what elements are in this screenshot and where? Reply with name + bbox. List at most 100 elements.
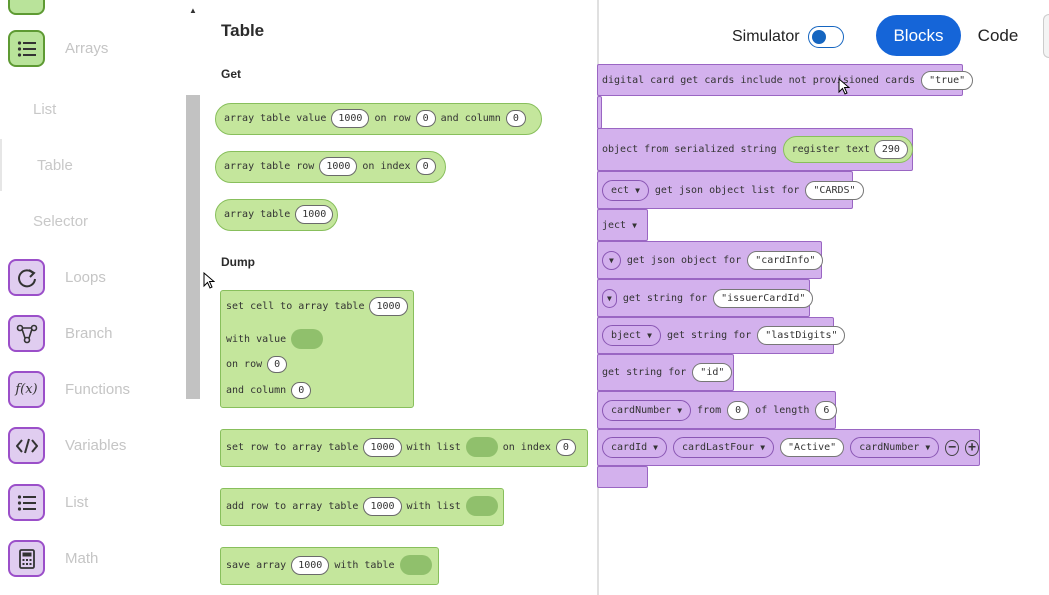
chevron-down-icon: ▼ <box>607 293 612 303</box>
subcategory-table[interactable]: Table <box>37 157 73 174</box>
list-slot[interactable] <box>465 437 498 457</box>
variable-dropdown[interactable]: cardNumber▼ <box>850 437 940 458</box>
block-set-cell[interactable]: set cell to array table 1000 with value … <box>220 290 414 408</box>
block-add-row[interactable]: add row to array table 1000 with list <box>220 488 504 526</box>
block-save-array[interactable]: save array 1000 with table <box>220 547 439 585</box>
plus-icon[interactable]: + <box>965 439 979 456</box>
workspace-block-issuer-card-id[interactable]: ▼ get string for "issuerCardId" <box>597 279 814 317</box>
list-slot[interactable] <box>465 496 498 516</box>
block-text: register text <box>791 144 870 155</box>
block-set-row[interactable]: set row to array table 1000 with list on… <box>220 429 588 467</box>
blocks-button[interactable]: Blocks <box>876 15 961 56</box>
index-input[interactable]: 0 <box>415 158 436 175</box>
row-input[interactable]: 0 <box>415 110 436 127</box>
string-input[interactable]: "id" <box>692 363 733 382</box>
block-text: of length <box>755 404 810 416</box>
category-functions[interactable]: f(x) Functions <box>0 365 186 421</box>
minus-icon[interactable]: − <box>945 439 960 456</box>
workspace-block-object[interactable]: ject▼ <box>597 209 648 241</box>
chevron-down-icon: ▼ <box>677 405 683 415</box>
category-label: Variables <box>65 437 127 454</box>
workspace-block-create-list[interactable]: cardId▼ cardLastFour▼ "Active" cardNumbe… <box>597 429 980 466</box>
section-dump: Dump <box>221 255 255 269</box>
table-slot[interactable] <box>399 555 432 575</box>
row-input[interactable]: 0 <box>267 356 288 373</box>
chevron-down-icon: ▼ <box>653 443 658 452</box>
scroll-up-arrow-icon[interactable]: ▲ <box>189 6 197 15</box>
function-icon: f(x) <box>8 371 45 408</box>
block-text: from <box>697 404 722 416</box>
variable-dropdown[interactable]: ▼ <box>602 250 621 270</box>
variable-dropdown[interactable]: ect▼ <box>602 179 649 201</box>
subcategory-selector[interactable]: Selector <box>33 213 89 230</box>
category-math[interactable]: Math <box>0 534 186 590</box>
chevron-down-icon: ▼ <box>632 220 637 230</box>
value-slot[interactable] <box>291 329 324 349</box>
value-input[interactable]: 1000 <box>295 205 334 224</box>
value-input[interactable]: 1000 <box>319 157 358 176</box>
index-input[interactable]: 0 <box>555 438 576 456</box>
variable-dropdown[interactable]: ▼ <box>602 288 617 308</box>
variable-dropdown[interactable]: cardLastFour▼ <box>672 437 775 458</box>
string-input[interactable]: "issuerCardId" <box>713 288 814 308</box>
number-input[interactable]: 6 <box>815 400 838 420</box>
string-input[interactable]: "cardInfo" <box>747 250 824 270</box>
workspace-block-get-cards[interactable]: digital card get cards include not provi… <box>597 64 974 96</box>
value-input[interactable]: 1000 <box>291 555 330 575</box>
value-input[interactable]: 1000 <box>369 297 408 316</box>
value-input[interactable]: 1000 <box>331 109 370 128</box>
variable-dropdown[interactable]: bject▼ <box>602 325 661 346</box>
block-text: set cell to array table <box>226 301 365 312</box>
workspace-block-substring[interactable]: cardNumber▼ from 0 of length 6 <box>597 391 838 429</box>
selected-indicator <box>0 139 2 191</box>
block-text: and column <box>440 113 501 124</box>
block-text: array table <box>224 209 291 220</box>
value-input[interactable]: 1000 <box>363 437 402 457</box>
category-branch[interactable]: Branch <box>0 309 186 365</box>
block-text: digital card get cards include not provi… <box>602 74 916 86</box>
workspace-block-get-id[interactable]: get string for "id" <box>597 354 734 391</box>
list-icon <box>8 484 45 521</box>
mouse-cursor-icon <box>203 272 215 289</box>
panel-edge[interactable] <box>1043 14 1049 58</box>
code-button[interactable]: Code <box>977 25 1019 45</box>
string-input[interactable]: "lastDigits" <box>757 326 846 345</box>
block-text: with list <box>406 500 461 512</box>
category-list[interactable]: List <box>0 478 186 534</box>
block-text: on index <box>502 441 551 453</box>
number-input[interactable]: 290 <box>873 140 908 159</box>
subcategory-list[interactable]: List <box>33 101 57 118</box>
category-icon-partial[interactable] <box>8 0 45 15</box>
value-input[interactable]: 1000 <box>363 496 402 516</box>
category-arrays[interactable]: Arrays <box>0 24 186 80</box>
string-input[interactable]: "Active" <box>780 438 845 457</box>
workspace-block-object-from-string[interactable]: object from serialized string register t… <box>597 128 913 171</box>
block-text: get json object list for <box>654 184 800 196</box>
column-input[interactable]: 0 <box>291 382 312 399</box>
flyout-scrollbar[interactable] <box>186 95 200 399</box>
block-array-table-value[interactable]: array table value 1000 on row 0 and colu… <box>215 103 542 135</box>
mouse-cursor-icon <box>838 78 850 95</box>
register-text-block[interactable]: register text 290 <box>782 136 913 163</box>
string-input[interactable]: "CARDS" <box>805 180 864 200</box>
code-icon <box>8 427 45 464</box>
variable-dropdown[interactable]: cardNumber▼ <box>602 399 692 421</box>
block-array-table[interactable]: array table 1000 <box>215 199 338 231</box>
workspace-block-last-digits[interactable]: bject▼ get string for "lastDigits" <box>597 317 846 354</box>
workspace-block-json-object[interactable]: ▼ get json object for "cardInfo" <box>597 241 824 279</box>
string-input[interactable]: "true" <box>921 70 974 90</box>
variable-dropdown[interactable]: cardId▼ <box>602 437 667 458</box>
flyout-title: Table <box>221 21 265 40</box>
simulator-toggle[interactable] <box>808 26 844 48</box>
category-loops[interactable]: Loops <box>0 253 186 309</box>
variable-dropdown[interactable]: ject▼ <box>602 219 637 231</box>
workspace-block-json-list[interactable]: ect▼ get json object list for "CARDS" <box>597 171 864 209</box>
category-variables[interactable]: Variables <box>0 421 186 477</box>
block-text: add row to array table <box>226 500 359 512</box>
block-text: get string for <box>602 367 687 378</box>
block-array-table-row[interactable]: array table row 1000 on index 0 <box>215 151 446 183</box>
number-input[interactable]: 0 <box>727 400 750 420</box>
calculator-icon <box>8 540 45 577</box>
block-text: with list <box>406 441 461 453</box>
column-input[interactable]: 0 <box>505 110 526 127</box>
